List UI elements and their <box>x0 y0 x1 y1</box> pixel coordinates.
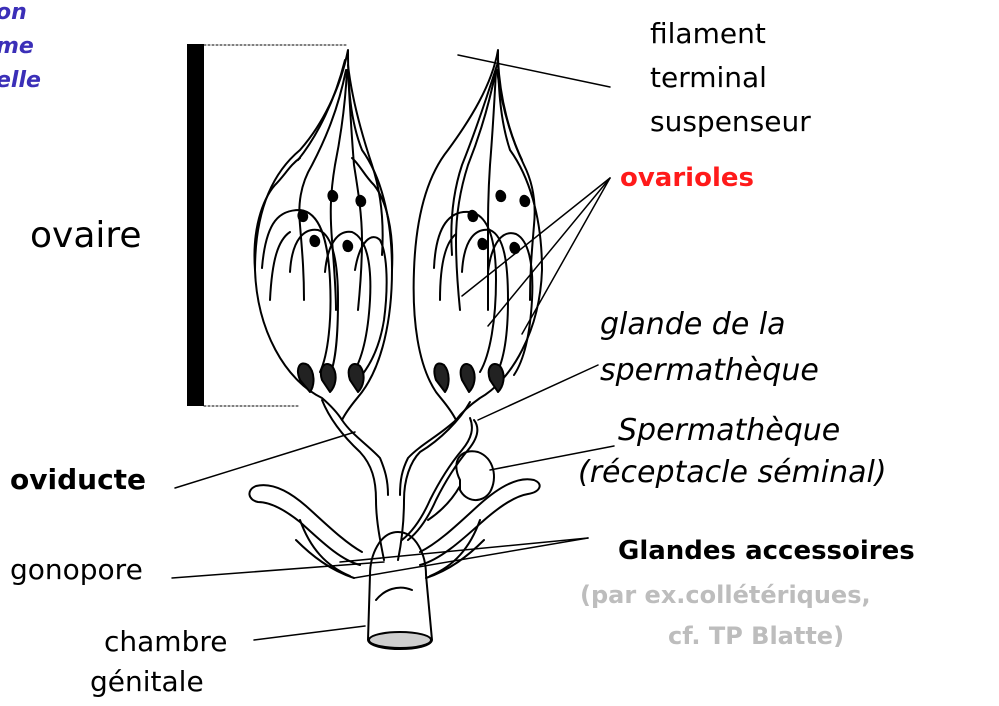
label-ovaire: ovaire <box>30 218 142 254</box>
label-glande-2: spermathèque <box>600 356 819 386</box>
label-gonopore: gonopore <box>10 556 143 584</box>
leader-filament <box>458 55 610 87</box>
label-glande-1: glande de la <box>600 310 786 340</box>
left-ovary <box>254 50 392 420</box>
label-filament-2: terminal <box>650 64 767 92</box>
label-chambre-2: génitale <box>90 668 204 696</box>
label-filament-1: filament <box>650 20 766 48</box>
leader-ovariole-2 <box>488 178 610 326</box>
common-oviduct <box>376 500 404 560</box>
label-filament-3: suspenseur <box>650 108 811 136</box>
leader-ovariole-1 <box>462 178 610 296</box>
right-ovary <box>414 50 542 420</box>
label-spermatheque-2: (réceptacle séminal) <box>578 458 887 488</box>
accessory-gland-left <box>249 485 362 565</box>
label-oviducte: oviducte <box>10 466 146 494</box>
left-oviduct-outer <box>322 400 376 500</box>
label-glandes-3: cf. TP Blatte) <box>668 624 844 648</box>
label-spermatheque-1: Spermathèque <box>618 416 840 446</box>
leader-oviducte <box>175 432 355 488</box>
label-glandes-1: Glandes accessoires <box>618 538 915 564</box>
leader-chambre <box>254 626 365 640</box>
ovaire-bracket-bar <box>187 44 204 406</box>
label-ovarioles: ovarioles <box>620 165 754 191</box>
label-chambre-1: chambre <box>104 628 227 656</box>
leader-gonopore <box>172 562 384 578</box>
label-glandes-2: (par ex.collétériques, <box>580 583 871 607</box>
